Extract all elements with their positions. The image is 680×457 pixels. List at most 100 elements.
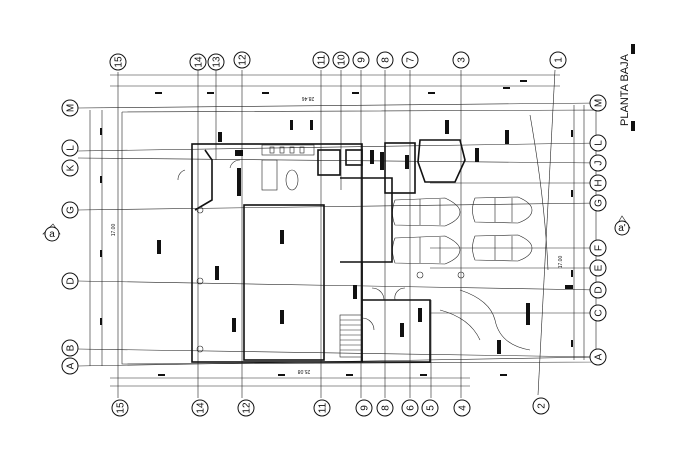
axis-bubble-left-D: D [61,272,79,290]
axis-label: 11 [318,402,329,413]
axis-label: 8 [381,405,392,411]
axis-bubble-bottom-12: 12 [237,399,255,417]
axis-label: 12 [238,54,249,66]
building-walls [191,139,466,363]
axis-bubble-bottom-8: 8 [376,399,394,417]
axis-bubble-left-G: G [61,201,79,219]
axis-bubble-left-A: A [61,357,79,375]
axis-bubble-bottom-14: 14 [191,399,209,417]
axis-bubble-top-3: 3 [452,51,470,69]
axis-bubble-top-7: 7 [401,51,419,69]
axis-label: 15 [114,56,125,68]
axis-label: A [66,362,77,369]
axis-bubble-right-F: F [589,239,607,257]
axis-label: H [594,179,605,186]
dimension-ticks [100,80,573,376]
door-swings [177,159,406,331]
axis-bubble-top-8: 8 [376,51,394,69]
axis-label: L [594,140,605,146]
axis-label: M [594,99,605,107]
columns [196,206,465,353]
axis-label: 4 [458,405,469,411]
axis-label: F [594,245,605,251]
axis-label: G [66,206,77,214]
dimension-right: 17.00 [558,256,564,269]
axis-label: 9 [360,405,371,411]
axis-bubble-bottom-15: 15 [111,399,129,417]
axis-label: 5 [426,405,437,411]
axis-label: L [66,145,77,151]
kitchen-counter [261,144,315,191]
axis-label: G [594,199,605,207]
dimension-bottom: 25.08 [298,368,311,374]
axis-bubble-bottom-11: 11 [313,399,331,417]
axis-bubble-right-M: M [589,94,607,112]
car-1 [392,197,461,227]
axis-bubble-top-15: 15 [109,53,127,71]
axis-bubble-right-G: G [589,194,607,212]
stairs [339,314,363,358]
axis-label: B [66,344,77,351]
axis-label: 6 [406,405,417,411]
lot-boundary [121,109,597,365]
dimension-left: 17.00 [111,224,117,237]
axis-bubble-top-12: 12 [233,51,251,69]
axis-label: D [594,286,605,293]
axis-label: 12 [242,402,253,414]
axis-label: 3 [457,57,468,63]
axis-bubble-bottom-2: 2 [532,397,550,415]
axis-bubble-bottom-6: 6 [401,399,419,417]
car-3 [472,196,533,224]
axis-bubble-top-10: 10 [332,51,350,69]
section-marker-left: a [42,223,61,242]
annotation-marks [157,120,573,354]
axis-label: 8 [381,57,392,63]
axis-bubble-top-14: 14 [189,53,207,71]
garden-curves [439,114,549,351]
axis-label: C [594,309,605,316]
axis-label: 14 [194,56,205,68]
axis-bubble-top-1: 1 [549,51,567,69]
axis-bubble-bottom-5: 5 [421,399,439,417]
car-4 [472,234,533,262]
axis-bubble-right-H: H [589,174,607,192]
axis-bubble-left-K: K [61,159,79,177]
axis-bubble-right-L: L [589,134,607,152]
axis-label: K [66,164,77,171]
axis-label: 10 [337,54,348,66]
axis-bubble-left-B: B [61,339,79,357]
axis-bubble-left-M: M [61,99,79,117]
car-2 [392,235,461,265]
axis-label: 2 [537,403,548,409]
axis-bubble-right-E: E [589,259,607,277]
axis-label: 9 [357,57,368,63]
plan-title: PLANTA BAJA [619,53,631,126]
axis-label: M [66,104,77,112]
axis-bubbles: 15 14 13 12 11 10 9 8 7 3 1 15 14 12 11 9 8 6 5 4 2 M K L G D B A M L… [61,51,607,417]
section-label-left: a [49,229,55,240]
axis-bubble-top-11: 11 [312,51,330,69]
axis-bubble-right-J: J [589,154,607,172]
axis-bubble-right-C: C [589,304,607,322]
axis-label: E [594,264,605,271]
axis-label: D [66,277,77,284]
axis-label: 13 [212,56,223,68]
axis-label: 11 [317,54,328,65]
section-marker-right: a' [614,215,631,236]
axis-bubble-bottom-9: 9 [355,399,373,417]
plan-title-group: PLANTA BAJA [619,44,635,131]
axis-bubble-right-D: D [589,281,607,299]
axis-bubble-right-A: A [589,348,607,366]
axis-bubble-top-13: 13 [207,53,225,71]
dimension-top: 28.46 [302,95,315,101]
axis-bubble-left-L: L [61,139,79,157]
axis-bubble-top-9: 9 [352,51,370,69]
axis-label: 14 [196,402,207,414]
dimension-labels: 28.46 25.08 17.00 17.00 [111,95,564,374]
section-label-right: a' [618,223,626,234]
grid-lines [77,69,599,398]
axis-label: 1 [554,57,565,63]
axis-label: J [594,161,605,166]
axis-bubble-bottom-4: 4 [453,399,471,417]
